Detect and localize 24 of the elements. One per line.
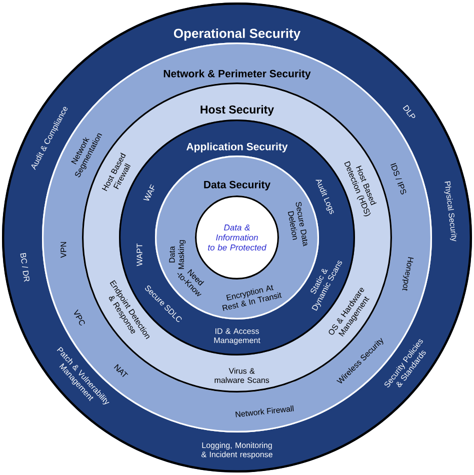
center-text: Data & Information to be Protected xyxy=(208,224,266,250)
ring-label: Physical Security xyxy=(444,181,457,242)
ring-label: Network Firewall xyxy=(236,405,294,418)
ring-label: VPN xyxy=(60,242,66,258)
ring-label: BC / DR xyxy=(20,253,30,282)
ring-label: Audit Logs xyxy=(316,180,334,214)
ring-label: IDS / IPS xyxy=(390,163,406,194)
ring-label: Virus & malware Scans xyxy=(214,368,270,383)
ring-heading: Application Security xyxy=(186,142,288,152)
ring-label: Logging, Monitoring & Incident response xyxy=(201,442,272,459)
ring-label: NAT xyxy=(114,364,128,378)
ring-label: DLP xyxy=(402,104,416,118)
ring-heading: Host Security xyxy=(200,105,274,116)
ring-label: WAF xyxy=(143,184,154,201)
ring-label: VPC xyxy=(74,309,85,326)
ring-label: Data Masking xyxy=(169,240,186,269)
ring-label: Secure Data Deletion xyxy=(288,202,308,246)
ring-heading: Operational Security xyxy=(174,28,300,41)
ring-label: WAPT xyxy=(136,243,142,266)
ring-label: ID & Access Management xyxy=(214,328,260,345)
ring-label: Encryption At Rest & In Transit xyxy=(222,285,282,311)
ring-heading: Network & Perimeter Security xyxy=(164,70,311,80)
ring-label: Honeypot xyxy=(402,257,414,291)
ring-heading: Data Security xyxy=(204,180,270,190)
